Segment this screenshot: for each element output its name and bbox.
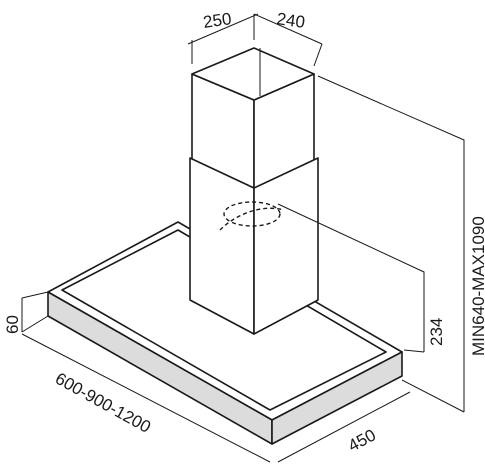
dim-250-line [187, 13, 259, 45]
canopy [47, 221, 403, 445]
dim-450-line [277, 391, 411, 463]
label-250: 250 [202, 9, 233, 32]
dim-240-line [253, 13, 323, 45]
chimney-lower-right-face [253, 157, 319, 335]
label-234: 234 [427, 318, 446, 346]
canopy-inner-panel [61, 229, 387, 411]
label-240: 240 [275, 9, 306, 32]
fan-outline [223, 201, 281, 227]
fan-axis [219, 207, 285, 231]
label-total-height: MIN640-MAX1090 [469, 216, 485, 356]
chimney-top-face [191, 47, 315, 101]
dimension-lines [21, 13, 465, 463]
dim-total-height-line [317, 75, 465, 412]
label-60: 60 [3, 315, 22, 334]
label-450: 450 [345, 425, 379, 455]
label-hood-width: 600-900-1200 [52, 369, 154, 437]
dim-234-line [277, 203, 425, 352]
chimney [189, 47, 319, 335]
canopy-right-rim [271, 351, 403, 445]
dim-width-line [21, 333, 271, 463]
